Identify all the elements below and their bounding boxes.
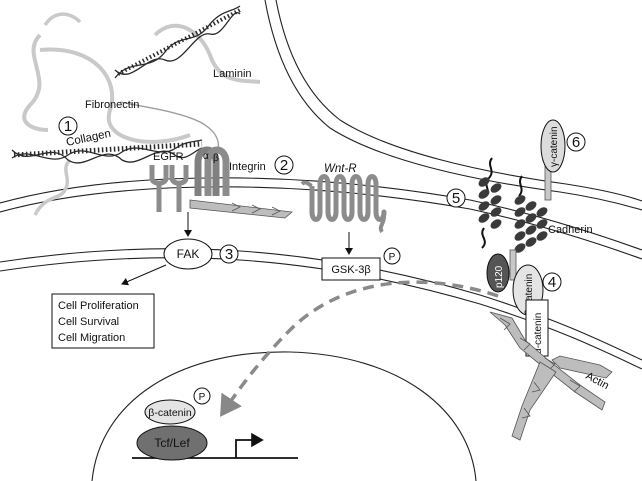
nuclear-beta-catenin-label: β-catenin: [148, 407, 192, 419]
step-number-3: 3: [219, 244, 239, 264]
integrin-beta-label: β: [213, 153, 219, 164]
nuclear-phospho-label: P: [199, 392, 206, 403]
step-number-4: 4: [542, 272, 562, 292]
outcome-survival: Cell Survival: [58, 316, 119, 328]
step-number-2: 2: [274, 155, 294, 175]
p120-oval: [486, 253, 510, 293]
svg-text:3: 3: [225, 246, 233, 263]
laminin-label: Laminin: [213, 68, 252, 80]
fak-oval: [163, 238, 213, 270]
cadherin-label: Cadherin: [548, 224, 593, 236]
collagen-helix-icon: [11, 139, 203, 164]
gamma-catenin-oval: [540, 119, 566, 173]
svg-text:1: 1: [64, 118, 72, 135]
gamma-catenin-label: γ-catenin: [549, 126, 560, 167]
wnt-receptor: [300, 174, 387, 234]
step-number-1: 1: [58, 116, 78, 136]
desmosome-cluster: [478, 157, 502, 249]
svg-text:5: 5: [452, 190, 460, 207]
dna-helix-icon: [114, 5, 241, 79]
gsk3b-box: [321, 257, 381, 281]
fak-label: FAK: [177, 247, 200, 261]
nuclear-beta-catenin-oval: [144, 399, 196, 425]
fak-to-outcomes-arrow: [121, 264, 167, 286]
step-number-5: 5: [446, 188, 466, 208]
p120-label: p120: [494, 265, 505, 288]
ecm-fibers: [22, 12, 261, 216]
integrin-alpha-label: α: [203, 151, 209, 162]
beta-catenin-junction-label: β-catenin: [524, 274, 535, 315]
outcome-migration: Cell Migration: [58, 332, 125, 344]
integrin-receptor: [189, 146, 293, 219]
egfr-label: EGFR: [153, 151, 184, 163]
integrin-label: Integrin: [229, 161, 266, 173]
cell-outcomes-box: [51, 293, 155, 349]
svg-text:2: 2: [280, 157, 288, 174]
gsk3b-label: GSK-3β: [331, 264, 370, 276]
step-number-6: 6: [566, 132, 586, 152]
cadherin-cluster: [509, 149, 552, 281]
svg-text:4: 4: [548, 274, 556, 291]
nuclear-phospho-circle: [193, 387, 211, 405]
fibronectin-label: Fibronectin: [85, 99, 139, 111]
outcome-proliferation: Cell Proliferation: [58, 300, 139, 312]
wnt-r-label: Wnt-R: [324, 163, 357, 175]
beta-catenin-translocation-arrow: [220, 280, 499, 417]
gsk-phospho-label: P: [389, 252, 396, 263]
alpha-catenin-label: α-catenin: [533, 313, 544, 354]
tcf-lef-label: Tcf/Lef: [154, 436, 190, 450]
svg-text:6: 6: [572, 134, 580, 151]
tcf-lef-oval: [136, 425, 208, 461]
gsk-phospho-circle: [383, 247, 401, 265]
actin-filaments: [489, 311, 613, 441]
egfr-receptor: [149, 165, 189, 212]
